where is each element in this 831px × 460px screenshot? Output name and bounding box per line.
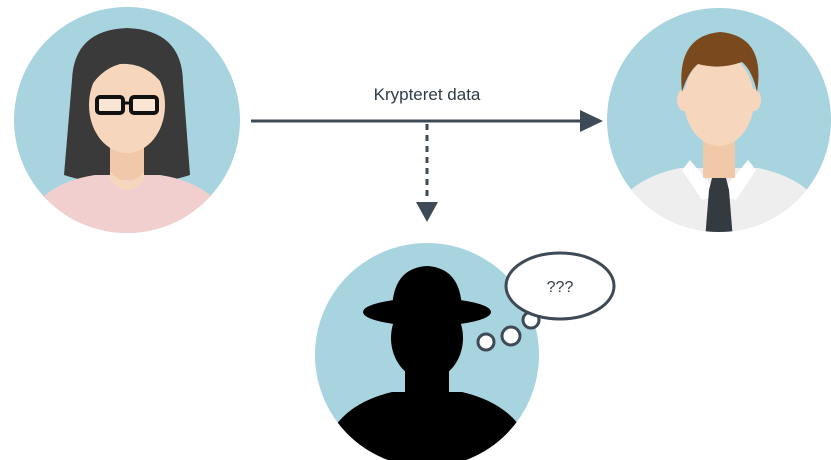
arrow-head-right-icon	[580, 110, 603, 132]
hat-silhouette-avatar-icon	[320, 266, 535, 460]
thought-text: ???	[547, 279, 574, 296]
arrow-label: Krypteret data	[374, 85, 481, 104]
thought-cloud	[504, 251, 616, 321]
sender-avatar	[14, 7, 240, 233]
receiver-avatar	[607, 8, 831, 232]
intercept-arrow	[416, 124, 438, 222]
thought-dot-medium	[500, 325, 522, 347]
encrypted-data-arrow	[251, 110, 603, 132]
eavesdropper-avatar	[315, 243, 539, 460]
thought-dot-small	[476, 332, 496, 352]
arrow-head-down-icon	[416, 202, 438, 222]
thought-bubble	[476, 251, 616, 352]
